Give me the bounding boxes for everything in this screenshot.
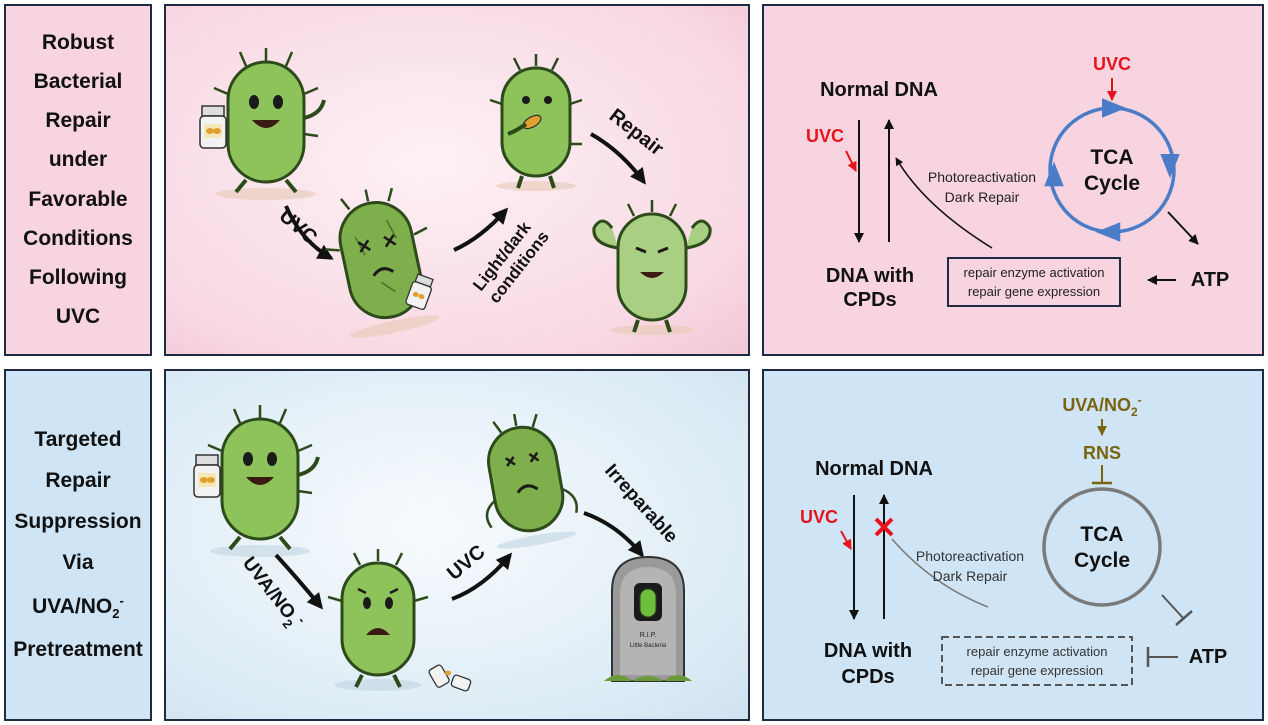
bottom-label-uva-text: UVA/NO [32, 594, 113, 618]
bacterium-dead-icon [485, 413, 578, 549]
uva-no2-text: UVA/NO [1062, 395, 1131, 415]
photoreactivation-label: Photoreactivation [928, 169, 1036, 185]
top-label-line: Following [29, 265, 127, 289]
arrow-uvc [284, 205, 334, 260]
atp-label: ATP [1191, 269, 1230, 291]
tomb-rip: R.I.P. [640, 632, 657, 639]
cpds-label: CPDs [843, 289, 896, 311]
bottom-label-line: Suppression [14, 510, 142, 534]
uvc-left-label: UVC [806, 126, 844, 146]
rns-label: RNS [1083, 443, 1121, 463]
top-label-line: Bacterial [33, 70, 123, 94]
cpds-label: CPDs [841, 666, 894, 688]
bottom-label-panel: Targeted Repair Suppression Via UVA/NO2-… [4, 369, 152, 721]
bottom-scene-panel: UVA/NO2- UVC [164, 369, 750, 721]
bacterium-dead-icon [325, 187, 440, 338]
uvc-top-label: UVC [1093, 54, 1131, 74]
bacterium-strong-icon [592, 200, 712, 335]
tca-atp-inhibition-bar-icon [1161, 594, 1193, 626]
tca-to-atp-arrow [1167, 211, 1199, 245]
top-label-line: Conditions [23, 226, 133, 250]
arrow-light-dark [453, 207, 509, 252]
tca-cycle-ring [1042, 487, 1162, 607]
pill-bottle-icon [405, 273, 434, 311]
atp-box-inhibition-bar-icon [1146, 647, 1178, 667]
pill-bottle-icon [199, 105, 227, 149]
arrow-irreparable-label: Irreparable [600, 460, 681, 547]
tca-label: TCA [1080, 523, 1123, 546]
arrow-uva-no2 [274, 553, 324, 610]
uvc-left-label: UVC [800, 507, 838, 527]
repair-box [941, 636, 1133, 686]
top-label-line: under [48, 148, 108, 172]
top-label-line: Repair [45, 109, 111, 133]
uva-no2-sub: 2 [1131, 405, 1138, 419]
top-label-line: Robust [41, 31, 115, 55]
repair-box-line2: repair gene expression [971, 663, 1103, 678]
uvc-left-arrow [845, 150, 857, 172]
arrow-uva-no2-sup: - [295, 614, 309, 627]
x-mark-icon [874, 517, 894, 537]
bottom-label-line: Repair [45, 469, 111, 493]
repair-box-line2: repair gene expression [968, 284, 1100, 299]
top-label-line: UVC [55, 304, 101, 328]
cycle-label: Cycle [1074, 549, 1130, 572]
uvc-left-arrow [840, 530, 852, 550]
dna-with-label: DNA with [824, 640, 912, 662]
arrow-uva-no2-text: UVA/NO [238, 553, 299, 623]
arrow-irreparable [583, 511, 644, 558]
photoreactivation-curve [891, 538, 989, 608]
bottom-label-line: Pretreatment [13, 637, 143, 661]
bottom-mechanism-panel: Normal DNA UVC Photoreactivation Dark Re… [762, 369, 1264, 721]
top-label-line: Favorable [28, 187, 128, 211]
repair-box-line1: repair enzyme activation [964, 265, 1105, 280]
arrow-uvc-label: UVC [275, 205, 321, 249]
arrow-uvc-label: UVC [443, 541, 489, 585]
atp-label: ATP [1189, 646, 1228, 668]
pill-bottle-icon [193, 454, 221, 498]
top-label-panel: Robust Bacterial Repair under Favorable … [4, 4, 152, 356]
normal-dna-label: Normal DNA [820, 79, 938, 101]
bottom-label-sub: 2 [112, 605, 120, 621]
tombstone-icon: R.I.P. Little Bacteria [604, 555, 692, 682]
arrow-uvc [451, 552, 513, 601]
top-mechanism-panel: Normal DNA UVC Photoreactivation Dark Re… [762, 4, 1264, 356]
bacterium-happy-icon [207, 405, 320, 557]
photoreactivation-label: Photoreactivation [916, 548, 1024, 564]
uva-no2-sup: - [1138, 393, 1142, 407]
normal-dna-label: Normal DNA [815, 458, 933, 480]
repair-box [947, 257, 1121, 307]
tca-cycle-ring [1048, 106, 1176, 234]
arrow-repair [590, 132, 646, 185]
tca-label: TCA [1090, 146, 1133, 169]
tca-cycle-direction-icons [1044, 98, 1180, 242]
bottom-label-line: Via [62, 551, 94, 575]
arrow-light-dark-label: Light/dark conditions [469, 214, 553, 306]
bottom-label-sup: - [119, 592, 124, 608]
dna-with-label: DNA with [826, 265, 914, 287]
tomb-little-bacteria: Little Bacteria [630, 643, 667, 649]
bacterium-happy-icon [213, 48, 326, 200]
broken-pill-bottle-icon [428, 664, 472, 692]
dark-repair-label: Dark Repair [933, 568, 1008, 584]
bacterium-recovering-icon [489, 54, 583, 191]
repair-box-line1: repair enzyme activation [967, 644, 1108, 659]
arrow-uva-no2-label: UVA/NO2- [235, 551, 310, 635]
uva-no2-label: UVA/NO2- [1062, 393, 1141, 419]
top-scene-panel: UVC Light/dark conditions [164, 4, 750, 356]
cycle-label: Cycle [1084, 172, 1140, 195]
rns-inhibition-bar-icon [1092, 465, 1112, 485]
bottom-label-line: Targeted [34, 428, 122, 452]
bacterium-sad-icon [327, 549, 429, 691]
dark-repair-label: Dark Repair [945, 189, 1020, 205]
bottom-label-line-uva: UVA/NO2- [32, 593, 124, 621]
photoreactivation-curve [895, 157, 993, 249]
